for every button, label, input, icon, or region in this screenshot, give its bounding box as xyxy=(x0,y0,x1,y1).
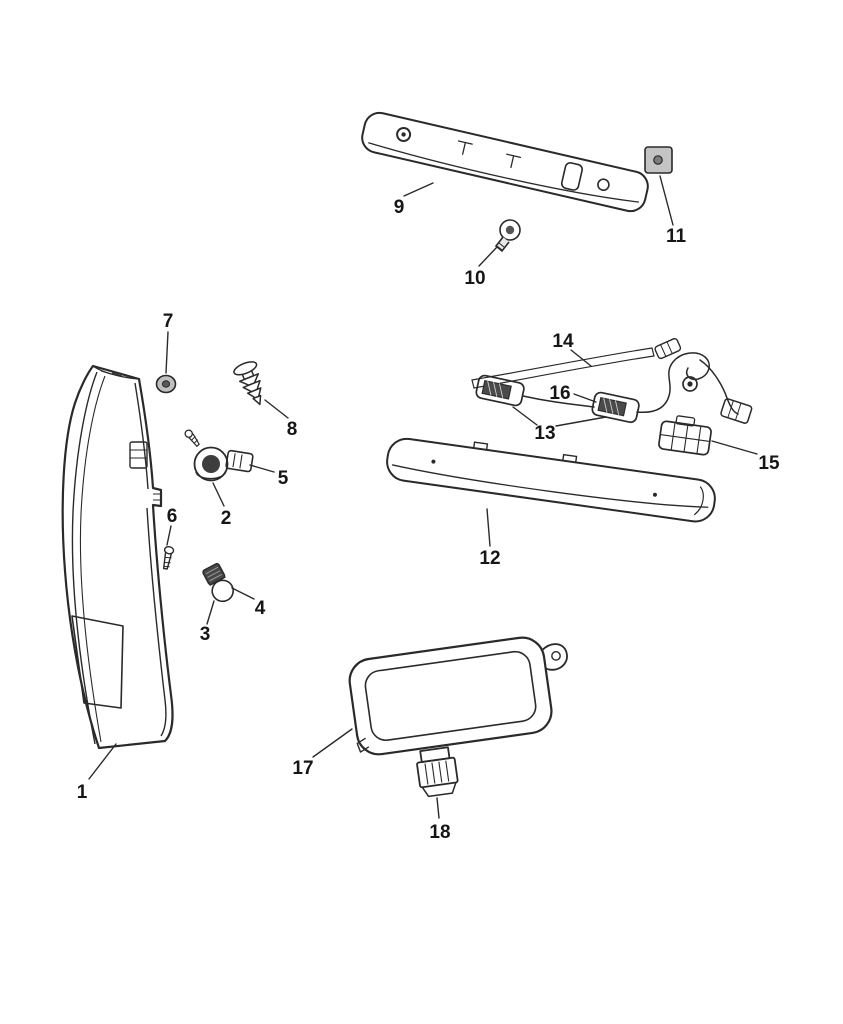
leader-11 xyxy=(659,175,674,226)
ring-terminal-icon xyxy=(682,376,698,392)
license-lamp-left xyxy=(475,374,525,407)
callout-15[interactable]: 15 xyxy=(758,453,780,474)
connector-block-drawing xyxy=(658,415,712,456)
bulb-drawing xyxy=(202,562,234,603)
module-connector-drawing xyxy=(416,746,459,798)
callout-1[interactable]: 1 xyxy=(77,782,88,803)
callout-16[interactable]: 16 xyxy=(549,383,570,404)
screw-hole-icon xyxy=(396,126,412,142)
leader-lines xyxy=(88,175,758,819)
leader-1 xyxy=(88,743,117,780)
bulb-socket-drawing xyxy=(184,429,254,482)
leader-7 xyxy=(165,331,169,374)
callout-2[interactable]: 2 xyxy=(221,508,232,529)
harness-right-connector xyxy=(720,398,753,424)
callout-4[interactable]: 4 xyxy=(255,598,266,619)
callout-13[interactable]: 13 xyxy=(534,423,555,444)
callout-11[interactable]: 11 xyxy=(666,226,687,247)
callout-17[interactable]: 17 xyxy=(292,758,313,779)
retaining-nut-drawing xyxy=(644,146,673,174)
screw-rivet-drawing xyxy=(494,219,521,253)
leader-13a xyxy=(512,406,538,426)
leader-12 xyxy=(486,508,491,547)
callout-5[interactable]: 5 xyxy=(278,468,289,489)
high-mounted-stop-lamp-drawing xyxy=(361,111,649,213)
callout-6[interactable]: 6 xyxy=(167,506,178,527)
control-module-drawing xyxy=(348,636,568,756)
callout-9[interactable]: 9 xyxy=(394,197,405,218)
license-lamp-right xyxy=(591,391,640,424)
callout-3[interactable]: 3 xyxy=(200,624,211,645)
callout-7[interactable]: 7 xyxy=(163,311,174,332)
leader-4 xyxy=(231,587,255,600)
callout-12[interactable]: 12 xyxy=(479,548,500,569)
leader-16 xyxy=(573,393,597,403)
mounting-screw-drawing xyxy=(162,545,175,570)
push-pin-clip-drawing xyxy=(233,361,262,406)
leader-18 xyxy=(436,797,440,819)
leader-10 xyxy=(478,246,498,267)
callout-8[interactable]: 8 xyxy=(287,419,298,440)
leader-15 xyxy=(711,440,758,455)
grommet-drawing xyxy=(155,374,177,394)
tail-lamp-assembly-drawing xyxy=(61,364,174,750)
socket-screw-icon xyxy=(184,429,200,448)
callout-labels: 1 2 3 4 5 6 7 8 9 10 11 12 13 14 15 16 1… xyxy=(77,197,780,843)
callout-18[interactable]: 18 xyxy=(429,822,450,843)
leader-5 xyxy=(249,464,275,473)
callout-10[interactable]: 10 xyxy=(464,268,485,289)
leader-13b xyxy=(555,416,607,427)
mounting-hole-icon xyxy=(551,650,561,661)
leader-8 xyxy=(264,399,289,419)
leader-6 xyxy=(166,525,172,546)
harness-top-connector xyxy=(654,337,682,360)
leader-9 xyxy=(403,182,434,197)
leader-17 xyxy=(312,728,353,758)
license-lamp-harness-drawing xyxy=(471,337,753,424)
callout-14[interactable]: 14 xyxy=(552,331,574,352)
leader-14 xyxy=(570,349,592,367)
leader-2 xyxy=(212,482,225,507)
liftgate-applique-drawing xyxy=(386,437,716,523)
leader-3 xyxy=(206,600,215,625)
